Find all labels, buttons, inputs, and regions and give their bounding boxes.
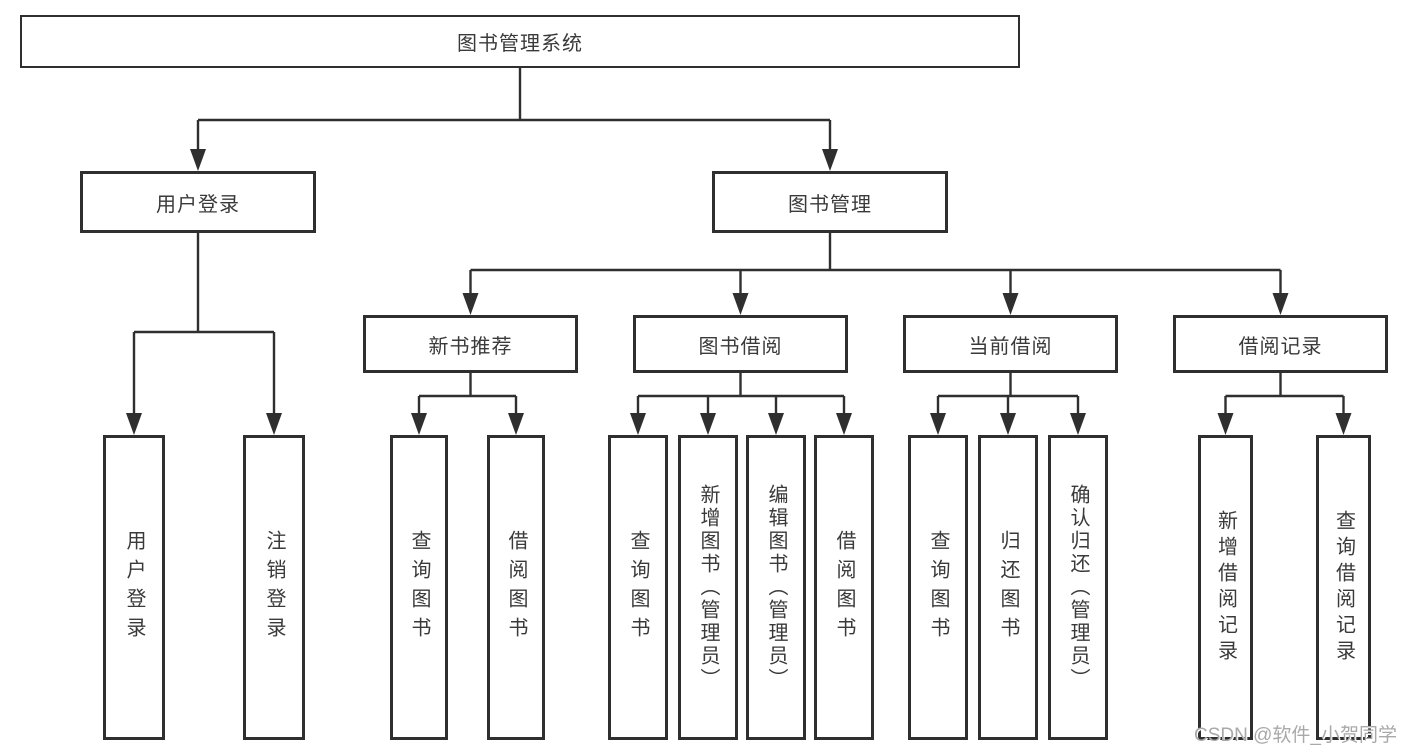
node-label: 用户登录: [123, 529, 145, 646]
node-label: 编辑图书（管理员）: [765, 484, 787, 691]
node-system-root: 图书管理系统: [20, 15, 1020, 68]
node-label: 新增借阅记录: [1214, 509, 1237, 666]
node-user-login: 用户登录: [80, 171, 316, 233]
leaf-borrowing-query-books: 查询图书: [608, 435, 668, 740]
node-book-management: 图书管理: [712, 171, 948, 233]
leaf-borrowing-edit-books-admin: 编辑图书（管理员）: [746, 435, 806, 740]
node-new-book-recommend: 新书推荐: [363, 315, 578, 373]
node-label: 查询借阅记录: [1332, 509, 1355, 666]
node-book-borrowing: 图书借阅: [633, 315, 848, 373]
node-label: 新书推荐: [428, 335, 513, 358]
connector-lines: [132, 68, 1345, 416]
leaf-records-add-borrow-record: 新增借阅记录: [1198, 435, 1253, 740]
node-label: 查询图书: [408, 529, 430, 646]
node-label: 图书管理系统: [457, 33, 583, 55]
node-label: 查询图书: [927, 529, 949, 646]
leaf-borrowing-borrow-books: 借阅图书: [814, 435, 874, 740]
leaf-logout: 注销登录: [243, 435, 305, 740]
leaf-records-query-borrow-record: 查询借阅记录: [1316, 435, 1371, 740]
node-borrow-records: 借阅记录: [1173, 315, 1388, 373]
node-label: 借阅图书: [505, 529, 527, 646]
node-label: 图书借阅: [698, 335, 783, 358]
node-label: 用户登录: [156, 193, 240, 216]
leaf-borrowing-add-books-admin: 新增图书（管理员）: [678, 435, 738, 740]
node-label: 图书管理: [788, 193, 872, 216]
node-label: 确认归还（管理员）: [1067, 484, 1089, 691]
node-label: 归还图书: [997, 529, 1019, 646]
node-label: 新增图书（管理员）: [697, 484, 719, 691]
node-label: 查询图书: [627, 529, 649, 646]
node-label: 当前借阅: [968, 335, 1053, 358]
node-label: 注销登录: [263, 529, 285, 646]
node-label: 借阅图书: [833, 529, 855, 646]
leaf-newrec-borrow-books: 借阅图书: [487, 435, 545, 740]
leaf-newrec-query-books: 查询图书: [390, 435, 448, 740]
leaf-user-login: 用户登录: [103, 435, 165, 740]
node-current-borrowing: 当前借阅: [903, 315, 1118, 373]
leaf-current-confirm-return-admin: 确认归还（管理员）: [1048, 435, 1108, 740]
node-label: 借阅记录: [1238, 335, 1323, 358]
csdn-watermark: CSDN @软件_小贺同学: [1194, 725, 1397, 746]
leaf-current-return-books: 归还图书: [978, 435, 1038, 740]
leaf-current-query-books: 查询图书: [908, 435, 968, 740]
